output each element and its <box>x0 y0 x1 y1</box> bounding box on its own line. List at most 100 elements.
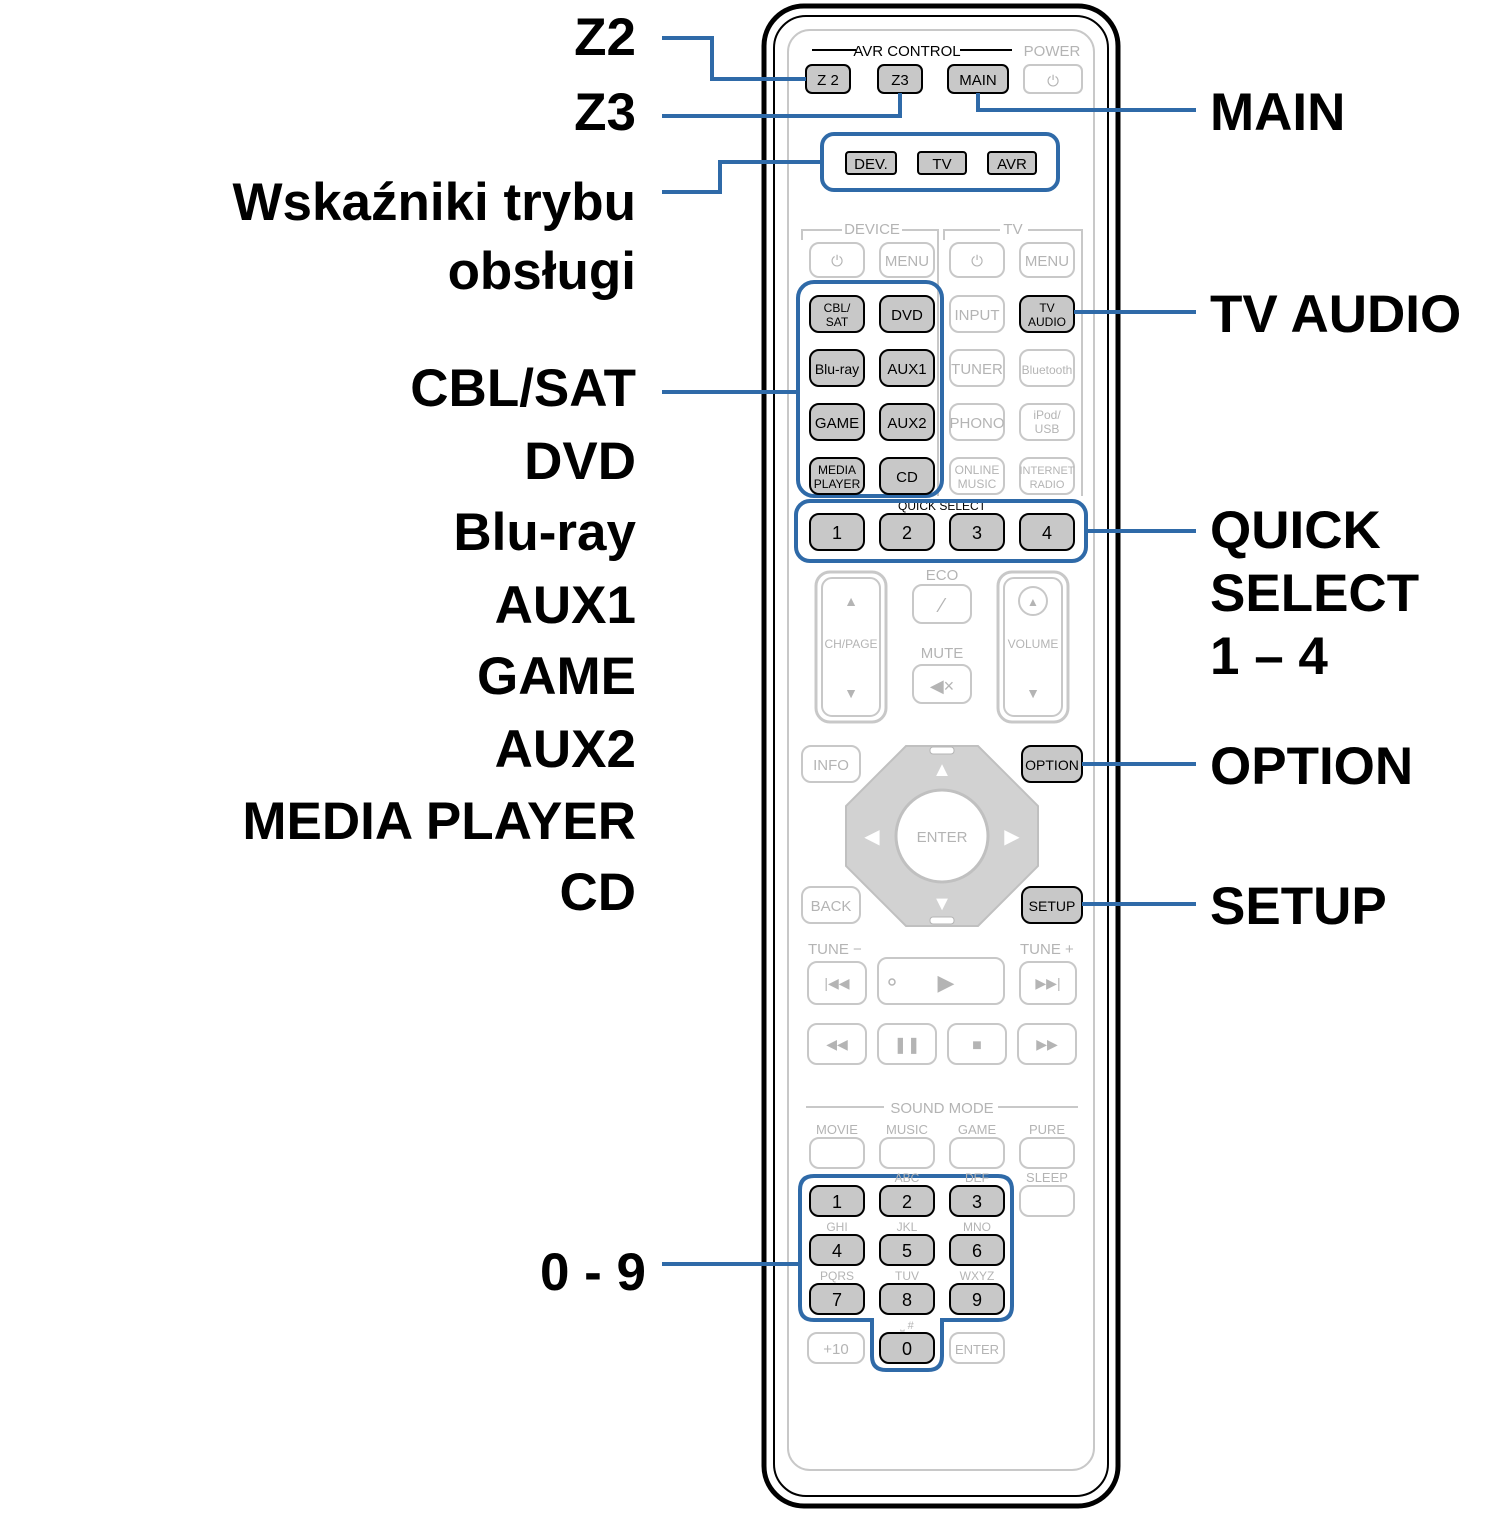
media-player-button[interactable]: MEDIA PLAYER <box>809 457 865 495</box>
info-button[interactable]: INFO <box>801 745 861 783</box>
z3-button[interactable]: Z3 <box>877 64 923 94</box>
stop-button[interactable]: ■ <box>947 1023 1007 1065</box>
music-label: MUSIC <box>886 1122 928 1137</box>
quick-select-4-button[interactable]: 4 <box>1019 513 1075 551</box>
sleep-button[interactable] <box>1019 1185 1075 1217</box>
cbl-sat-line2: SAT <box>826 315 849 329</box>
eco-button[interactable]: ⁄ <box>912 584 972 624</box>
device-power-button[interactable]: ⏻ <box>809 242 865 278</box>
bluetooth-button-label: Bluetooth <box>1022 363 1073 377</box>
dev-indicator-label: DEV. <box>854 156 888 173</box>
game-button-label: GAME <box>815 415 859 432</box>
dvd-button[interactable]: DVD <box>879 295 935 333</box>
volume-rocker[interactable]: ▲ VOLUME ▼ <box>996 570 1070 724</box>
skip-forward-button[interactable]: ▶▶| <box>1019 961 1077 1005</box>
quick-select-3-button[interactable]: 3 <box>949 513 1005 551</box>
tuv-label: TUV <box>895 1269 919 1283</box>
digit-7-button[interactable]: 7 <box>809 1283 865 1315</box>
digit-0-label: 0 <box>902 1339 912 1359</box>
right-arrow-icon[interactable]: ▶ <box>1004 826 1020 848</box>
aux2-button[interactable]: AUX2 <box>879 403 935 441</box>
aux1-button[interactable]: AUX1 <box>879 349 935 387</box>
bluetooth-button[interactable]: Bluetooth <box>1019 349 1075 387</box>
z2-button[interactable]: Z 2 <box>805 64 851 94</box>
enter-small-label: ENTER <box>955 1342 999 1357</box>
cd-button[interactable]: CD <box>879 457 935 495</box>
quick-select-1-button[interactable]: 1 <box>809 513 865 551</box>
digit-1-label: 1 <box>832 1192 842 1212</box>
digit-0-button[interactable]: 0 <box>879 1332 935 1364</box>
back-button[interactable]: BACK <box>801 886 861 924</box>
input-buttons-highlight <box>796 280 944 498</box>
digit-9-button[interactable]: 9 <box>949 1283 1005 1315</box>
main-callout: MAIN <box>1210 83 1345 142</box>
tuner-button-label: TUNER <box>951 361 1003 378</box>
tv-audio-button[interactable]: TV AUDIO <box>1019 295 1075 333</box>
ch-page-rocker[interactable]: ▲ CH/PAGE ▼ <box>814 570 888 724</box>
quick-select-4-label: 4 <box>1042 523 1052 543</box>
power-button[interactable]: ⏻ <box>1023 64 1083 94</box>
internet-radio-button[interactable]: INTERNET RADIO <box>1019 457 1075 495</box>
left-arrow-icon[interactable]: ◀ <box>864 826 880 848</box>
pause-button[interactable]: ❚❚ <box>877 1023 937 1065</box>
down-arrow-icon[interactable]: ▼ <box>932 893 952 915</box>
tv-power-button[interactable]: ⏻ <box>949 242 1005 278</box>
pure-button[interactable] <box>1019 1137 1075 1169</box>
input-callout-aux1: AUX1 <box>495 576 636 635</box>
skip-back-button[interactable]: |◀◀ <box>807 961 867 1005</box>
device-power-icon: ⏻ <box>831 253 843 270</box>
main-button[interactable]: MAIN <box>947 64 1009 94</box>
tv-audio-callout: TV AUDIO <box>1210 285 1461 344</box>
game-button[interactable]: GAME <box>809 403 865 441</box>
cbl-sat-button[interactable]: CBL/ SAT <box>809 295 865 333</box>
digit-3-button[interactable]: 3 <box>949 1185 1005 1217</box>
up-arrow-icon[interactable]: ▲ <box>932 759 952 781</box>
bluray-button[interactable]: Blu-ray <box>809 349 865 387</box>
cd-button-label: CD <box>896 469 918 486</box>
volume-down-arrow-icon: ▼ <box>1026 685 1040 701</box>
fast-forward-button[interactable]: ▶▶ <box>1017 1023 1077 1065</box>
up-indicator <box>929 746 955 755</box>
volume-label: VOLUME <box>1008 637 1059 651</box>
digit-8-button[interactable]: 8 <box>879 1283 935 1315</box>
digit-5-button[interactable]: 5 <box>879 1234 935 1266</box>
mute-button[interactable]: ◀× <box>912 664 972 704</box>
enter-button[interactable] <box>894 788 990 884</box>
option-button[interactable]: OPTION <box>1021 745 1083 783</box>
tv-audio-line2: AUDIO <box>1028 315 1066 329</box>
digit-2-button[interactable]: 2 <box>879 1185 935 1217</box>
digit-6-button[interactable]: 6 <box>949 1234 1005 1266</box>
digit-4-button[interactable]: 4 <box>809 1234 865 1266</box>
phono-button[interactable]: PHONO <box>949 403 1005 441</box>
wxyz-label: WXYZ <box>960 1269 995 1283</box>
enter-small-button[interactable]: ENTER <box>949 1332 1005 1364</box>
media-player-line1: MEDIA <box>818 463 856 477</box>
cbl-sat-line1: CBL/ <box>824 301 851 315</box>
number-pad-highlight <box>798 1174 1014 1372</box>
ch-up-arrow-icon: ▲ <box>844 593 858 609</box>
music-button[interactable] <box>879 1137 935 1169</box>
game-mode-button[interactable] <box>949 1137 1005 1169</box>
input-button[interactable]: INPUT <box>949 295 1005 333</box>
online-music-button[interactable]: ONLINE MUSIC <box>949 457 1005 495</box>
setup-button[interactable]: SETUP <box>1021 886 1083 924</box>
ipod-usb-button[interactable]: iPod/ USB <box>1019 403 1075 441</box>
plus10-button[interactable]: +10 <box>807 1332 865 1364</box>
abc-label: ABC <box>895 1171 920 1185</box>
digit-1-button[interactable]: 1 <box>809 1185 865 1217</box>
movie-button[interactable] <box>809 1137 865 1169</box>
leaf-icon: ⁄ <box>935 595 946 617</box>
power-icon: ⏻ <box>1047 73 1059 90</box>
quick-select-2-button[interactable]: 2 <box>879 513 935 551</box>
quick-select-1-label: 1 <box>832 523 842 543</box>
callout-lines <box>662 36 1196 1266</box>
digit-4-label: 4 <box>832 1241 842 1261</box>
tv-menu-button[interactable]: MENU <box>1019 242 1075 278</box>
tuner-button[interactable]: TUNER <box>949 349 1005 387</box>
navigation-pad[interactable]: ENTER ▲ ▼ ◀ ▶ <box>845 745 1039 927</box>
device-menu-button[interactable]: MENU <box>879 242 935 278</box>
rewind-button[interactable]: ◀◀ <box>807 1023 867 1065</box>
tv-indicator-label: TV <box>932 156 951 173</box>
digit-7-label: 7 <box>832 1290 842 1310</box>
play-button[interactable]: ▶ <box>877 957 1005 1005</box>
